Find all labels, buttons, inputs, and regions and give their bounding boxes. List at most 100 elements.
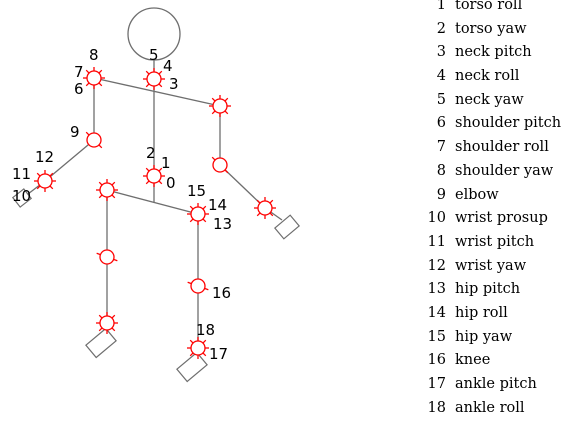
joint-tick: [145, 70, 150, 75]
right-knee-joint: [187, 278, 209, 294]
left-hand-block: [11, 188, 33, 208]
legend-index: 10: [427, 210, 446, 227]
joint-number-18: 18: [196, 321, 215, 339]
legend-label: torso roll: [455, 0, 523, 13]
legend-label: hip roll: [455, 304, 508, 321]
joint-markers: [34, 67, 276, 359]
joint-circle: [99, 182, 115, 198]
joint-tick: [224, 97, 229, 102]
joint-tick: [211, 156, 216, 161]
joint-tick: [204, 287, 209, 291]
neck-joint: [143, 68, 165, 90]
joint-tick: [49, 185, 54, 190]
joint-tick: [189, 205, 194, 210]
joint-number-2: 2: [146, 144, 156, 162]
left-shoulder-joint: [83, 67, 105, 89]
joint-number-17: 17: [209, 345, 228, 363]
joint-tick: [145, 167, 150, 172]
joint-tick: [189, 339, 194, 344]
legend-index: 6: [436, 115, 446, 132]
joint-circle: [190, 206, 206, 222]
legend-item: 11 wrist pitch: [424, 231, 561, 255]
joint-tick: [85, 69, 90, 74]
joint-circle: [146, 168, 162, 184]
joint-tick: [85, 82, 90, 87]
joint-tick: [269, 199, 274, 204]
hip-line: [106, 189, 199, 215]
joint-number-1: 1: [161, 154, 171, 172]
joint-tick: [189, 218, 194, 223]
left-elbow-joint: [85, 131, 103, 149]
joint-tick: [98, 314, 103, 319]
joint-tick: [145, 180, 150, 185]
joint-tick: [211, 110, 216, 115]
joint-tick: [98, 327, 103, 332]
joint-tick: [113, 258, 118, 262]
left-hip-joint: [96, 179, 118, 201]
legend-item: 15 hip yaw: [424, 326, 561, 350]
left-knee-joint: [96, 249, 118, 265]
joint-number-3: 3: [169, 75, 179, 93]
legend-label: ankle roll: [455, 399, 525, 416]
right-hand-block: [273, 214, 301, 240]
torso-joint: [143, 165, 165, 187]
legend-index: 5: [436, 91, 446, 108]
legend-label: neck roll: [455, 68, 520, 85]
shoulder-line: [93, 77, 221, 107]
joint-circle: [86, 132, 102, 148]
joint-number-12: 12: [35, 148, 54, 166]
joint-tick: [211, 97, 216, 102]
joint-tick: [158, 83, 163, 88]
legend-label: shoulder pitch: [455, 115, 562, 132]
joint-tick: [202, 218, 207, 223]
legend-label: ankle pitch: [455, 376, 537, 392]
joint-circle: [99, 315, 115, 331]
legend-label: shoulder yaw: [455, 162, 554, 179]
joint-circle: [146, 71, 162, 87]
legend-label: hip yaw: [455, 328, 513, 345]
skeleton-links: [27, 60, 283, 348]
joint-tick: [36, 172, 41, 177]
legend-index: 15: [427, 328, 446, 345]
joint-number-10: 10: [12, 187, 31, 205]
joint-tick: [202, 352, 207, 357]
joint-circle: [212, 98, 228, 114]
joint-tick: [145, 83, 150, 88]
joint-number-13: 13: [213, 215, 232, 233]
head-circle: [127, 7, 181, 61]
legend-index: 4: [436, 68, 446, 85]
joint-number-8: 8: [89, 46, 99, 64]
joint-tick: [187, 281, 192, 285]
joint-tick: [202, 339, 207, 344]
right-wrist-joint: [254, 197, 276, 219]
legend-label: knee: [455, 352, 491, 369]
joint-tick: [202, 205, 207, 210]
joint-circle: [190, 278, 206, 294]
joint-number-11: 11: [12, 165, 31, 183]
joint-tick: [158, 70, 163, 75]
legend-label: wrist prosup: [455, 210, 548, 227]
joint-number-15: 15: [187, 182, 206, 200]
joint-tick: [224, 169, 229, 174]
legend-index: 18: [427, 399, 446, 416]
legend-label: hip pitch: [455, 281, 521, 298]
joint-circle: [257, 200, 273, 216]
legend-index: 11: [427, 233, 446, 250]
joint-tick: [256, 212, 261, 217]
legend-index: 12: [427, 257, 446, 274]
right-ankle-joint: [187, 337, 209, 359]
legend-label: wrist pitch: [455, 233, 535, 250]
legend-index: 17: [427, 376, 446, 392]
legend-item: 17 ankle pitch: [424, 373, 561, 397]
joint-tick: [111, 181, 116, 186]
joint-number-0: 0: [166, 174, 176, 192]
